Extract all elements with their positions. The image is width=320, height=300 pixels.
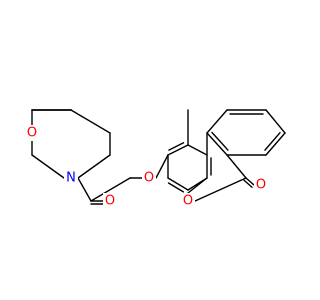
- morpholine-nitrogen: N: [64, 170, 78, 186]
- bond-inner: [167, 182, 185, 193]
- bond-single: [155, 154, 169, 179]
- bond-aromatic: [265, 132, 286, 156]
- bond-single: [77, 154, 111, 179]
- bond-single: [31, 154, 65, 179]
- bond-single: [90, 177, 131, 202]
- atom-label-o: O: [144, 171, 154, 186]
- bond-inner: [264, 131, 281, 151]
- bond-single: [245, 177, 255, 186]
- atom-label-n: N: [66, 171, 76, 186]
- structure-canvas: O N O O O O: [25, 109, 286, 209]
- lactone-carbonyl-oxygen: O: [254, 177, 268, 193]
- bond-aromatic: [206, 132, 228, 156]
- bond-aromatic: [265, 109, 286, 134]
- bond-single: [77, 177, 92, 202]
- bond-aromatic: [167, 144, 189, 156]
- atom-label-layer: O N O O O O: [25, 125, 268, 209]
- atom-label-o: O: [183, 194, 193, 209]
- bond-single: [226, 154, 247, 179]
- bond-single: [70, 109, 111, 134]
- ether-linker-oxygen: O: [142, 170, 156, 186]
- bond-aromatic: [206, 109, 228, 134]
- lactone-ring-oxygen: O: [181, 193, 195, 209]
- atom-label-o: O: [256, 178, 266, 193]
- bond-inner: [168, 142, 185, 151]
- amide-carbonyl-oxygen: O: [103, 193, 117, 209]
- morpholine-ring-oxygen: O: [25, 125, 39, 141]
- molecule-structure: O N O O O O: [25, 109, 286, 209]
- bond-aromatic: [187, 144, 208, 156]
- bond-single: [194, 177, 247, 202]
- bond-single: [187, 177, 208, 194]
- bond-double: [243, 179, 253, 188]
- bond-layer: [31, 109, 286, 205]
- bond-aromatic: [167, 177, 189, 191]
- atom-label-o: O: [27, 126, 37, 141]
- bond-inner: [211, 131, 229, 151]
- atom-label-o: O: [105, 194, 115, 209]
